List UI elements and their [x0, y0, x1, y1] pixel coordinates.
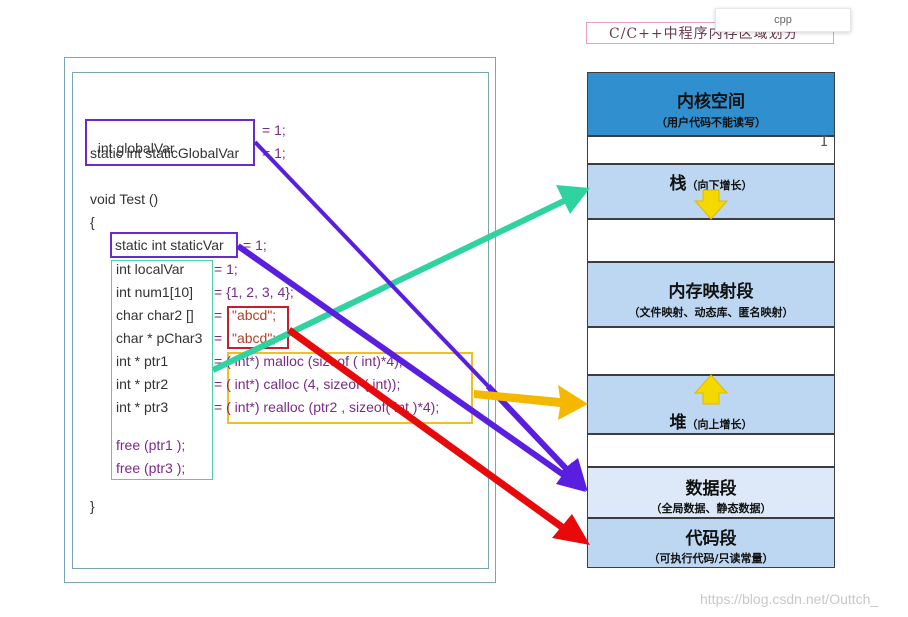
segment-kernel-sub: （用户代码不能读写） [656, 116, 766, 129]
arrow-global-to-data [253, 140, 490, 388]
segment-text-title: 代码段 [685, 529, 737, 549]
segment-mmap-sub: （文件映射、动态库、匿名映射） [628, 306, 794, 319]
code-line-staticvar: static int staticVar [115, 237, 224, 253]
code-line-open-brace: { [90, 214, 95, 230]
segment-gap-2 [587, 219, 835, 262]
code-line-ptr1: int * ptr1 [116, 353, 169, 369]
code-line-num1-init: = {1, 2, 3, 4}; [214, 284, 294, 300]
code-line-globalvar-init: = 1; [262, 122, 286, 138]
watermark: https://blog.csdn.net/Outtch_ [700, 591, 879, 607]
segment-data: 数据段 （全局数据、静态数据） [587, 467, 835, 518]
arrow-literal-to-text-head [552, 514, 590, 545]
heap-alloc-box [227, 352, 473, 424]
cpp-tab[interactable]: cpp [715, 8, 851, 32]
segment-text-sub: （可执行代码/只读常量） [648, 552, 774, 565]
segment-kernel-title: 内核空间 [677, 92, 745, 112]
code-line-localvar: int localVar [116, 261, 185, 277]
code-line-pchar3-eq: = [214, 330, 227, 346]
code-line-free-ptr3: free (ptr3 ); [116, 460, 186, 476]
static-var-box [110, 232, 238, 258]
code-line-test-signature: void Test () [90, 191, 159, 207]
arrow-literal-to-text [286, 327, 569, 533]
stack-grow-down-icon [693, 189, 729, 220]
segment-data-sub: （全局数据、静态数据） [650, 502, 772, 515]
code-line-globalvar: int globalVar [97, 140, 175, 156]
segment-heap-title: 堆 [669, 413, 687, 433]
arrow-local-to-stack-head [556, 185, 590, 214]
global-vars-box [85, 119, 255, 166]
code-line-ptr3: int * ptr3 [116, 399, 169, 415]
segment-stack-title: 栈 [669, 174, 687, 194]
code-line-staticglobalvar: static int staticGlobalVar [90, 145, 240, 161]
code-line-ptr2: int * ptr2 [116, 376, 169, 392]
text-cursor-icon: I [820, 134, 829, 150]
segment-mmap: 内存映射段 （文件映射、动态库、匿名映射） [587, 262, 835, 327]
code-line-free-ptr1: free (ptr1 ); [116, 437, 186, 453]
code-line-num1: int num1[10] [116, 284, 194, 300]
code-panel [72, 72, 489, 569]
segment-kernel: 内核空间 （用户代码不能读写） [587, 72, 835, 136]
heap-grow-up-icon [693, 374, 729, 405]
code-line-pchar3: char * pChar3 [116, 330, 203, 346]
code-line-ptr3-realloc: = ( int*) realloc (ptr2 , sizeof( int )*… [214, 399, 440, 415]
arrow-staticglobal-to-data [485, 383, 578, 481]
arrow-staticvar-to-data-head [556, 462, 586, 492]
code-line-localvar-init: = 1; [214, 261, 238, 277]
code-line-char2: char char2 [] [116, 307, 194, 323]
segment-text: 代码段 （可执行代码/只读常量） [587, 518, 835, 568]
arrow-malloc-to-heap [474, 385, 588, 420]
code-line-char2-eq: = [214, 307, 227, 323]
local-vars-box [111, 260, 213, 480]
segment-mmap-title: 内存映射段 [668, 282, 754, 302]
segment-gap-1 [587, 136, 835, 164]
code-line-staticvar-init: = 1; [243, 237, 267, 253]
segment-stack-sub: （向下增长） [686, 179, 753, 192]
code-line-char2-literal: "abcd"; [232, 307, 277, 323]
segment-heap-sub: （向上增长） [686, 418, 753, 431]
arrow-staticvar-to-data [236, 243, 570, 481]
segment-gap-4 [587, 434, 835, 467]
segment-data-title: 数据段 [685, 479, 737, 499]
segment-gap-3 [587, 327, 835, 375]
code-panel-outer [64, 57, 496, 583]
code-line-ptr2-calloc: = ( int*) calloc (4, sizeof ( int)); [214, 376, 401, 392]
code-line-close-brace: } [90, 498, 95, 514]
